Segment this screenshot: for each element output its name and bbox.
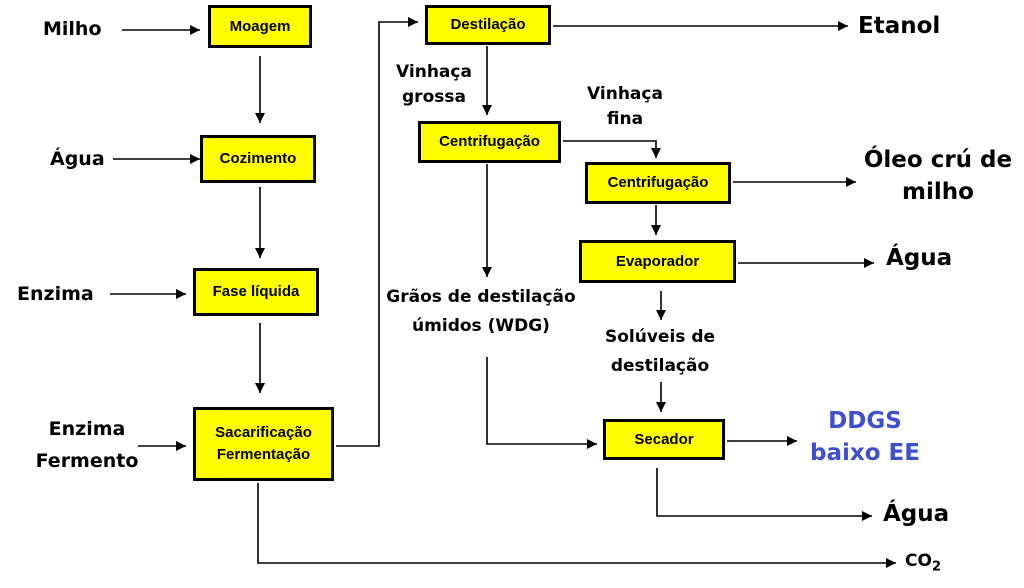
secador-box: Secador <box>603 419 725 460</box>
cozimento-box: Cozimento <box>200 135 316 183</box>
centrifugacao-box: Centrifugação <box>418 121 561 163</box>
moagem-label: Moagem <box>229 17 291 35</box>
arrow-centrifugacao-to-centrifugacao2 <box>563 140 661 158</box>
evaporador-box: Evaporador <box>579 240 736 283</box>
stream-soluveis-line2: destilação <box>610 356 710 376</box>
input-milho: Milho <box>43 18 102 40</box>
centrifugacao2-label: Centrifugação <box>607 174 709 191</box>
sacarificacao-label: Sacarificação <box>215 424 312 441</box>
arrow-sacarificacao-to-destilacao <box>336 17 418 447</box>
stream-vinhaca-grossa-line1: Vinhaça <box>396 62 472 82</box>
stream-soluveis: Solúveis de destilação <box>595 325 725 379</box>
output-co2-main: CO <box>905 551 932 571</box>
centrifugacao2-box: Centrifugação <box>585 162 731 204</box>
destilacao-label: Destilação <box>450 16 526 33</box>
output-ddgs-line1: DDGS <box>828 408 902 434</box>
sacarificacao-fermentacao-box: Sacarificação Fermentação <box>193 407 334 481</box>
arrow-to-co2 <box>257 483 896 568</box>
centrifugacao-label: Centrifugação <box>439 133 540 150</box>
stream-vinhaca-fina: Vinhaça fina <box>570 82 680 132</box>
arrow-secador-to-agua <box>656 468 872 521</box>
output-agua-secador: Água <box>883 501 950 527</box>
input-agua: Água <box>50 148 105 170</box>
input-enzima-2: Enzima <box>48 418 126 440</box>
arrow-wdg-to-secador <box>486 357 597 449</box>
moagem-box: Moagem <box>208 5 312 48</box>
stream-vinhaca-grossa: Vinhaça grossa <box>384 60 484 110</box>
fase-liquida-label: Fase líquida <box>212 283 300 300</box>
input-enzima: Enzima <box>17 283 94 305</box>
fase-liquida-box: Fase líquida <box>193 268 319 316</box>
secador-label: Secador <box>634 430 694 448</box>
output-etanol: Etanol <box>858 13 941 39</box>
stream-wdg-line1: Grãos de destilação <box>386 287 576 307</box>
stream-vinhaca-fina-line1: Vinhaça <box>587 84 663 104</box>
input-enzima-fermento: Enzima Fermento <box>26 416 148 474</box>
stream-wdg-line2: úmidos (WDG) <box>412 316 550 336</box>
output-agua-evaporador: Água <box>886 245 953 271</box>
output-oleo: Óleo crú de milho <box>855 144 1021 208</box>
evaporador-label: Evaporador <box>615 252 700 270</box>
output-oleo-line1: Óleo crú de <box>863 147 1013 173</box>
stream-vinhaca-grossa-line2: grossa <box>402 87 466 107</box>
stream-soluveis-line1: Solúveis de <box>604 327 716 347</box>
fermentacao-label: Fermentação <box>216 446 311 463</box>
input-fermento: Fermento <box>35 450 139 472</box>
output-ddgs-line2: baixo EE <box>810 440 920 466</box>
destilacao-box: Destilação <box>425 5 551 45</box>
cozimento-label: Cozimento <box>219 150 297 167</box>
output-co2: CO2 <box>905 551 941 574</box>
output-ddgs: DDGS baixo EE <box>800 405 930 469</box>
output-oleo-line2: milho <box>902 179 974 205</box>
stream-vinhaca-fina-line2: fina <box>606 109 644 129</box>
stream-wdg: Grãos de destilação úmidos (WDG) <box>381 285 581 339</box>
output-co2-subscript: 2 <box>931 559 941 575</box>
